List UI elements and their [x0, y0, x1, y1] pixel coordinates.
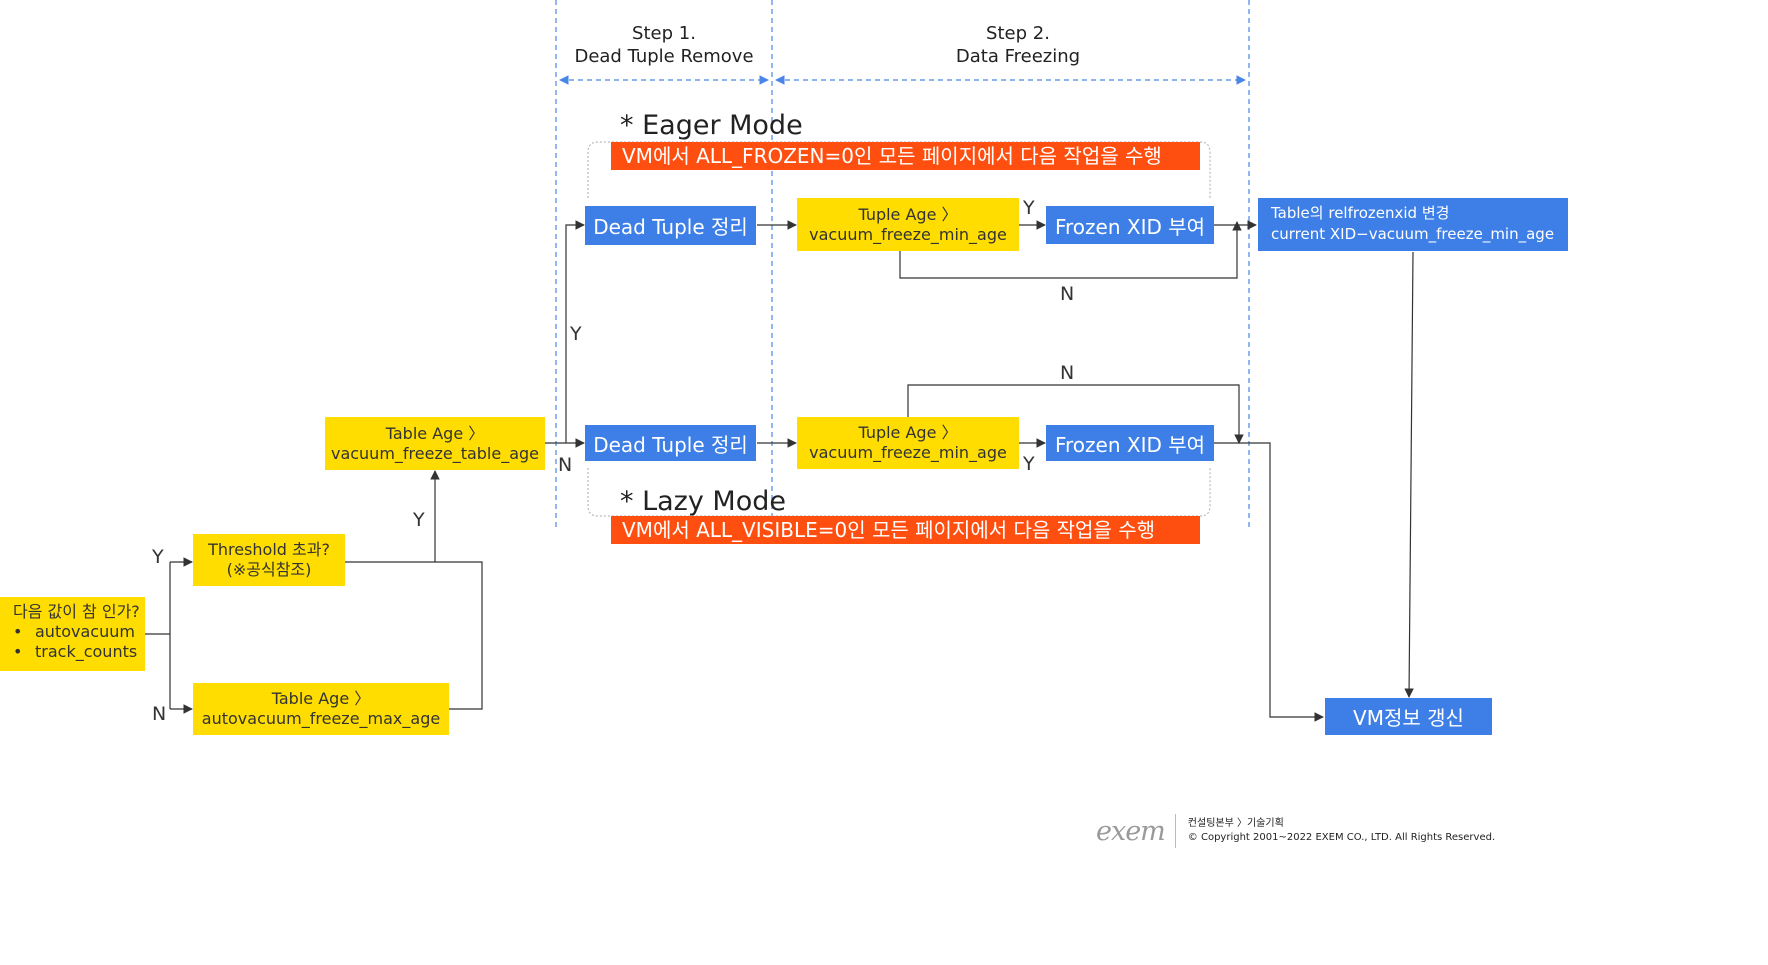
max-age-line1: Table Age 〉: [271, 689, 371, 708]
eager-mode-banner: VM에서 ALL_FROZEN=0인 모든 페이지에서 다음 작업을 수행: [611, 142, 1200, 170]
max-age-box: Table Age 〉 autovacuum_freeze_max_age: [193, 683, 449, 735]
footer-copyright: © Copyright 2001~2022 EXEM CO., LTD. All…: [1187, 832, 1496, 843]
table-age-no-label: N: [558, 454, 573, 476]
start-item-autovacuum: autovacuum: [13, 622, 145, 642]
step2-title: Data Freezing: [955, 46, 1081, 67]
exem-logo: exem: [1096, 815, 1166, 847]
lazy-yes-label: Y: [1023, 453, 1035, 475]
lazy-frozen-xid-box: Frozen XID 부여: [1046, 425, 1214, 461]
footer-department: 컨설팅본부 〉기술기획: [1187, 818, 1284, 829]
lazy-mode-banner: VM에서 ALL_VISIBLE=0인 모든 페이지에서 다음 작업을 수행: [611, 516, 1200, 544]
table-age-line1: Table Age 〉: [385, 423, 485, 443]
threshold-line1: Threshold 초과?: [208, 540, 330, 559]
step2-header: Step 2. Data Freezing: [910, 22, 1126, 68]
lazy-tuple-age-line2: vacuum_freeze_min_age: [809, 443, 1007, 462]
start-no-label: N: [152, 703, 167, 725]
relfrozenxid-line1: Table의 relfrozenxid 변경: [1271, 204, 1450, 222]
lazy-dead-tuple-box: Dead Tuple 정리: [585, 425, 756, 461]
relfrozenxid-line2: current XID−vacuum_freeze_min_age: [1271, 225, 1555, 243]
step1-title: Dead Tuple Remove: [574, 46, 754, 67]
vm-update-label: VM정보 갱신: [1353, 706, 1464, 730]
lazy-no-label: N: [1060, 362, 1075, 384]
start-condition-box: 다음 값이 참 인가? autovacuum track_counts: [0, 597, 145, 671]
threshold-box: Threshold 초과? (※공식참조): [193, 534, 345, 586]
start-yes-label: Y: [152, 546, 164, 568]
start-item-track-counts: track_counts: [13, 642, 145, 662]
eager-frozen-xid-box: Frozen XID 부여: [1046, 206, 1214, 244]
eager-dead-tuple-box: Dead Tuple 정리: [585, 206, 756, 245]
lazy-frozen-xid-label: Frozen XID 부여: [1054, 432, 1206, 457]
eager-tuple-age-box: Tuple Age 〉 vacuum_freeze_min_age: [797, 198, 1019, 251]
table-age-line2: vacuum_freeze_table_age: [330, 443, 540, 463]
footer-separator: [1174, 814, 1176, 848]
start-condition-list: autovacuum track_counts: [13, 622, 145, 662]
table-age-box: Table Age 〉 vacuum_freeze_table_age: [325, 417, 545, 470]
max-age-line2: autovacuum_freeze_max_age: [201, 709, 441, 728]
threshold-line2: (※공식참조): [226, 560, 312, 579]
eager-mode-title: * Eager Mode: [620, 110, 803, 141]
vm-update-box: VM정보 갱신: [1325, 698, 1492, 735]
eager-tuple-age-line1: Tuple Age 〉: [858, 204, 958, 224]
step1-number: Step 1.: [632, 23, 696, 44]
lazy-tuple-age-box: Tuple Age 〉 vacuum_freeze_min_age: [797, 417, 1019, 469]
relfrozenxid-update-box: Table의 relfrozenxid 변경 current XID−vacuu…: [1258, 198, 1568, 251]
eager-dead-tuple-label: Dead Tuple 정리: [593, 215, 748, 239]
eager-frozen-xid-label: Frozen XID 부여: [1054, 214, 1206, 239]
mode-brackets: [587, 141, 1211, 517]
eager-yes-label: Y: [1023, 197, 1035, 219]
to-table-age-yes-label: Y: [413, 509, 425, 531]
step2-number: Step 2.: [986, 23, 1050, 44]
lazy-dead-tuple-label: Dead Tuple 정리: [593, 432, 748, 457]
arrows: [145, 220, 1414, 722]
lazy-mode-title: * Lazy Mode: [620, 486, 786, 517]
step-dividers: [555, 0, 1250, 528]
footer-text: 컨설팅본부 〉기술기획 © Copyright 2001~2022 EXEM C…: [1188, 817, 1495, 845]
start-question: 다음 값이 참 인가?: [13, 602, 140, 621]
eager-no-label: N: [1060, 283, 1075, 305]
lazy-tuple-age-line1: Tuple Age 〉: [858, 423, 958, 442]
eager-tuple-age-line2: vacuum_freeze_min_age: [809, 224, 1007, 244]
step1-header: Step 1. Dead Tuple Remove: [564, 22, 764, 68]
table-age-yes-label: Y: [570, 323, 582, 345]
footer: exem 컨설팅본부 〉기술기획 © Copyright 2001~2022 E…: [1096, 814, 1495, 848]
